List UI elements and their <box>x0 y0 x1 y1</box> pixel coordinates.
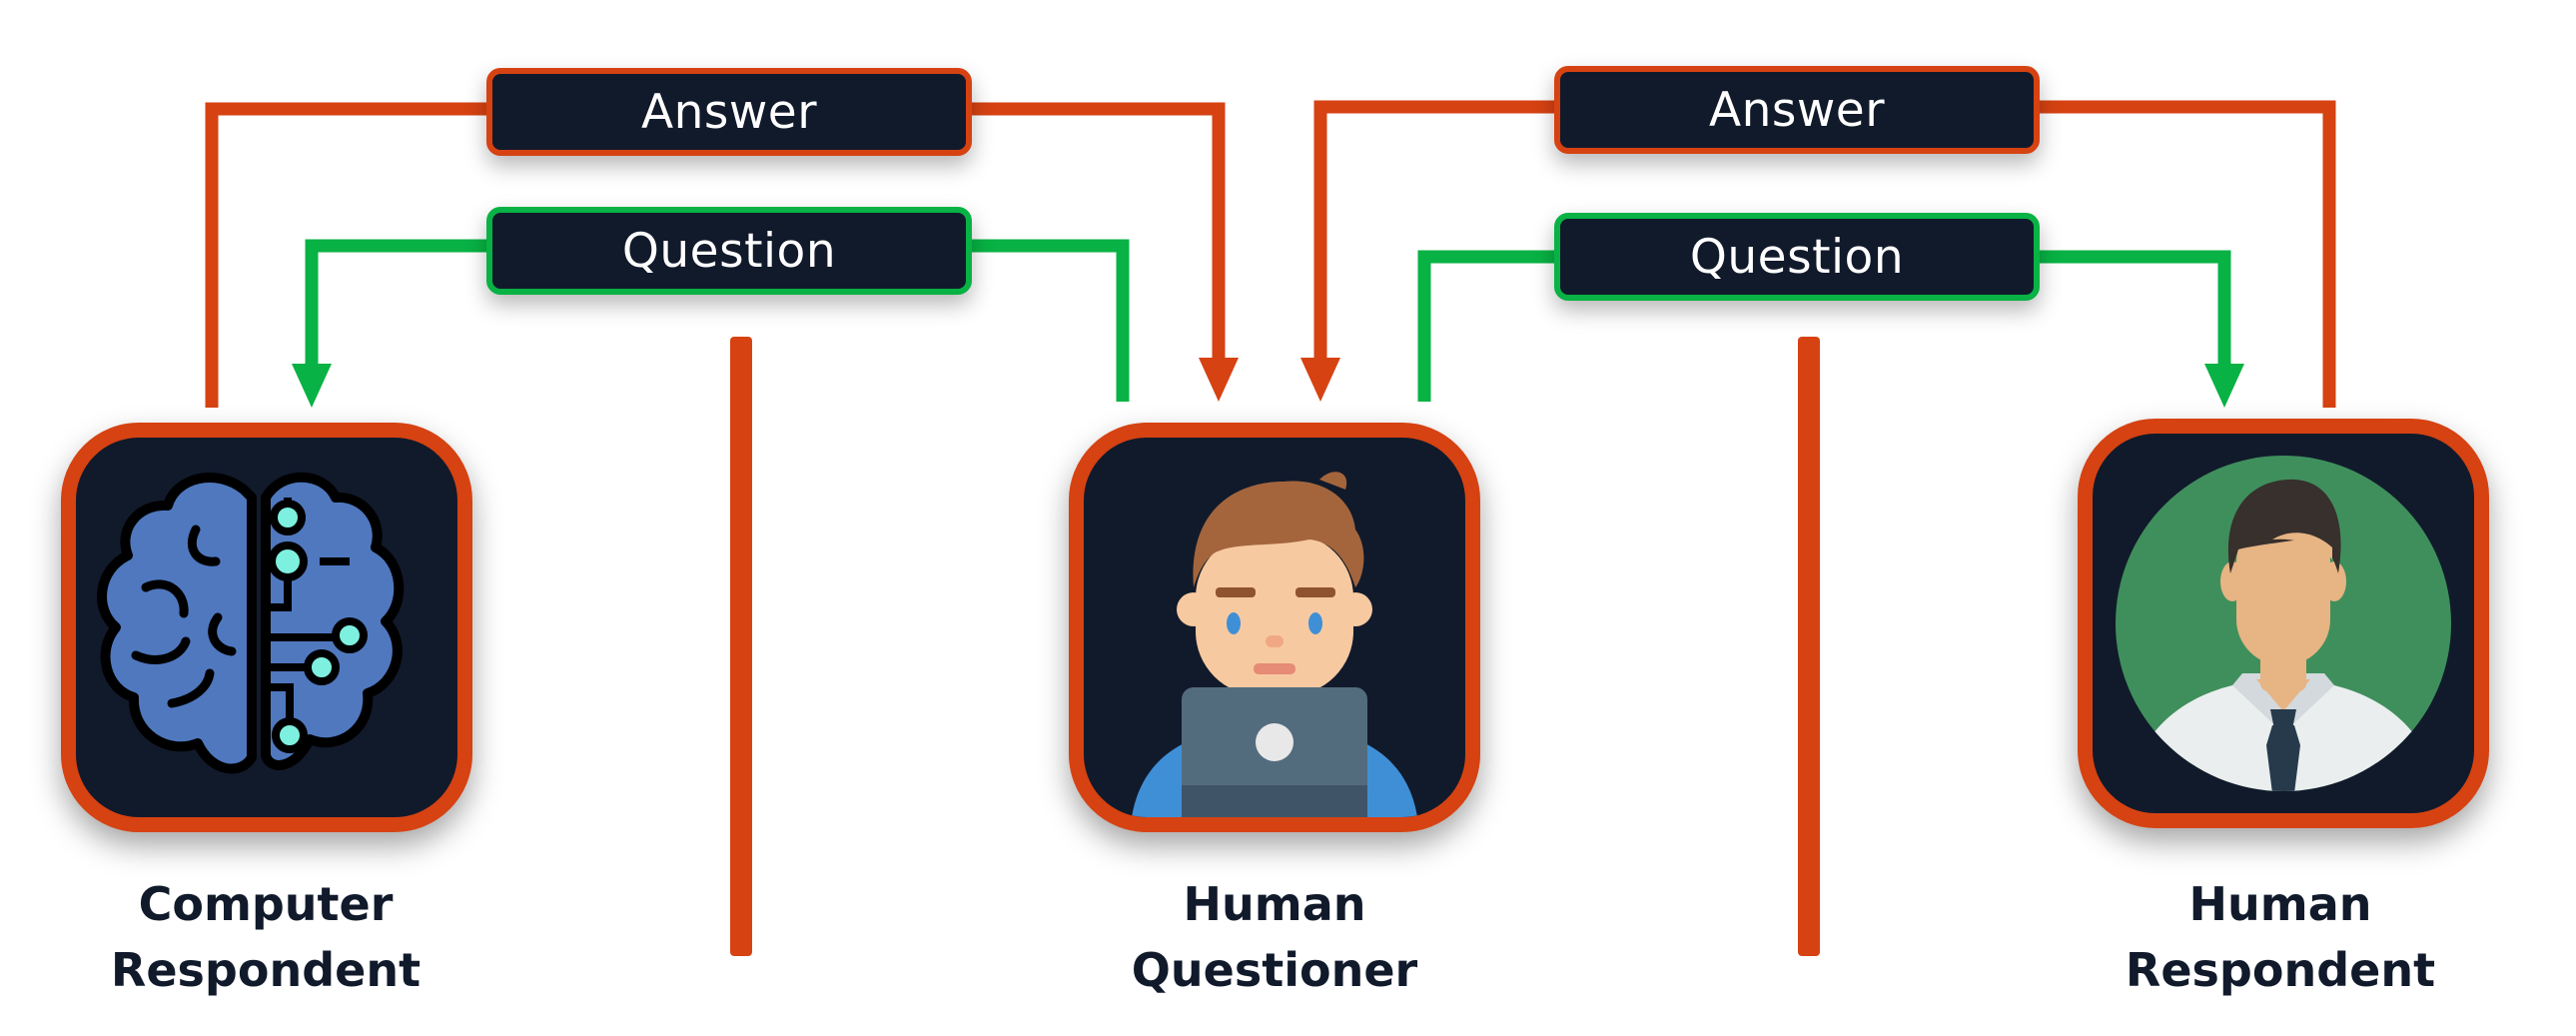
businessman-icon <box>2116 456 2451 791</box>
caption-human-questioner: Human Questioner <box>1045 871 1504 1003</box>
divider-left <box>730 337 752 956</box>
caption-line-1: Human <box>2188 877 2372 931</box>
computer-respondent-card <box>61 423 472 832</box>
divider-right <box>1798 337 1820 956</box>
right-answer-label: Answer <box>1554 66 2040 154</box>
human-questioner-card <box>1069 423 1480 832</box>
right-question-label: Question <box>1554 213 2040 301</box>
right-answer-arrowhead <box>1300 358 1340 402</box>
caption-line-2: Respondent <box>2125 943 2436 997</box>
human-respondent-card <box>2078 419 2489 828</box>
brain-circuit-icon <box>97 472 405 774</box>
left-question-arrowhead <box>292 364 332 408</box>
person-laptop-icon <box>1132 472 1417 817</box>
caption-line-1: Human <box>1183 877 1366 931</box>
caption-line-2: Respondent <box>110 943 422 997</box>
left-answer-label: Answer <box>486 68 972 156</box>
caption-computer-respondent: Computer Respondent <box>36 871 495 1003</box>
left-answer-arrowhead <box>1199 358 1239 402</box>
caption-line-2: Questioner <box>1131 943 1418 997</box>
right-question-arrowhead <box>2204 364 2244 408</box>
caption-human-respondent: Human Respondent <box>2051 871 2510 1003</box>
caption-line-1: Computer <box>138 877 394 931</box>
left-question-label: Question <box>486 207 972 295</box>
